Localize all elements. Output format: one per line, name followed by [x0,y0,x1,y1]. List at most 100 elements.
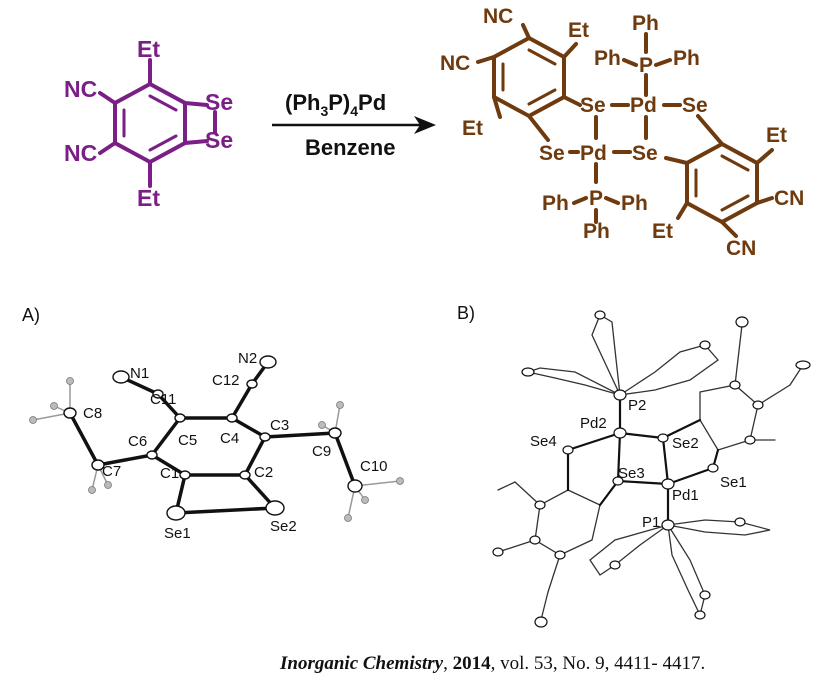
product-ring-lower-inner [720,194,750,212]
atom-c [744,435,756,445]
atom-c [699,340,711,350]
product-ph-rightbottom-label: Ph [621,192,648,215]
atom-c1 [179,470,191,480]
solvent-label: Benzene [305,135,395,160]
atom-label-c3: C3 [270,417,289,434]
atom-label-c7: C7 [102,463,121,480]
panel-a-ortep: N1 N2 C11 C12 C8 C5 C4 C3 C6 C9 C7 C1 C2… [29,350,404,542]
panel-b-ortep: P2 Pd2 Se2 Se4 Se3 Pd1 Se1 P1 [492,310,811,628]
atom-se1-b [707,463,719,473]
atom-c2 [239,470,251,480]
bond-c3-c4 [230,416,267,439]
bond-c6-c7 [96,453,154,467]
bond-p-ph-righttop [654,58,672,67]
bond-c5-c11 [156,392,182,420]
atom-c [729,380,741,390]
atom-se2-b [657,433,669,443]
panel-a-label: A) [22,305,40,325]
reactant-bond-se-top [183,101,209,107]
bond-ring-lower-et [755,148,774,165]
arrow-head [414,116,436,134]
atom-label-c5: C5 [178,432,197,449]
atom-h [344,514,352,522]
atom-label-se4: Se4 [530,433,557,450]
product-ring-lower-inner [720,154,750,172]
atom-p1 [661,519,675,531]
atom-p2 [613,389,627,401]
atom-pd2 [613,427,627,439]
reactant-se-top-label: Se [205,89,233,115]
product-p-bottom-label: P [589,187,603,210]
bond-se1-se2 [174,506,277,515]
atom-n1 [112,370,130,384]
atom-label-c8: C8 [83,405,102,422]
bond-c3-c9 [263,431,337,439]
atom-label-se1: Se1 [164,525,191,542]
atom-c5 [174,413,186,423]
bond-se-ring-lower [696,114,724,146]
atom-se4 [562,445,574,455]
atom-label-c6: C6 [128,433,147,450]
citation-year: 2014 [452,653,491,674]
product-pd-b-label: Pd [580,142,607,165]
atom-label-se2: Se2 [672,435,699,452]
reactant-ring-inner [148,94,178,112]
product-se-d-label: Se [632,142,658,165]
atom-n [534,616,548,628]
bond-pd1-se1 [666,466,715,486]
reactant-bond-nc-bottom [98,141,117,155]
bond-se3-pd1 [616,479,670,486]
atom-c12 [246,379,258,389]
atom-c [694,610,706,620]
atom-c6 [146,450,158,460]
reactant-nc-top-label: NC [64,76,97,102]
atom-se1 [166,505,186,521]
bond-pd2-se4 [566,431,622,452]
atom-c [795,360,811,370]
bond-p-ph-rightbottom [604,196,620,205]
reaction-arrow [272,116,436,134]
product-ring-upper-inner [527,88,557,106]
bond-p-ph-leftbottom [572,196,588,205]
reactant-et-bottom-label: Et [137,185,160,211]
reagent-label: (Ph3P)4Pd [285,90,386,119]
bond-ring-upper-et-left [492,95,502,119]
product-nc-top-label: NC [483,5,513,28]
atom-label-c2: C2 [254,464,273,481]
bond-aryl-cn-left [547,554,561,593]
phenyl-p1-c [589,524,669,576]
atom-label-c12: C12 [212,372,240,389]
atom-h [88,486,96,494]
atom-label-se2: Se2 [270,518,297,535]
reactant-se-bottom-label: Se [205,127,233,153]
atom-c [594,310,606,320]
product-se-c-label: Se [539,142,565,165]
atom-label-c4: C4 [220,430,239,447]
bond-ring-upper-nc [476,55,496,64]
atom-pd1 [661,478,675,490]
atom-label-c1: C1 [160,465,179,482]
product-cn-bottom-label: CN [726,237,756,260]
atom-c [529,535,541,545]
bond-c5-c6 [150,416,182,457]
atom-c [699,590,711,600]
reactant-ring-inner [148,134,178,152]
atom-label-c10: C10 [360,458,388,475]
atom-h [336,401,344,409]
atom-h [29,416,37,424]
atom-c9 [328,427,342,439]
phenyl-p1-b [667,519,771,536]
bond-se-ring-lower-left [664,156,689,165]
atom-c3 [259,432,271,442]
atom-h [50,402,58,410]
product-se-b-label: Se [682,94,708,117]
atom-label-pd2: Pd2 [580,415,607,432]
product-ph-lefttop-label: Ph [594,47,621,70]
citation-journal: Inorganic Chemistry [280,653,444,674]
product-ring-upper-inner [527,48,557,66]
atom-c [609,560,621,570]
atom-label-p2: P2 [628,397,646,414]
atom-n [735,316,749,328]
product-ph-righttop-label: Ph [673,47,700,70]
reactant-nc-bottom-label: NC [64,140,97,166]
